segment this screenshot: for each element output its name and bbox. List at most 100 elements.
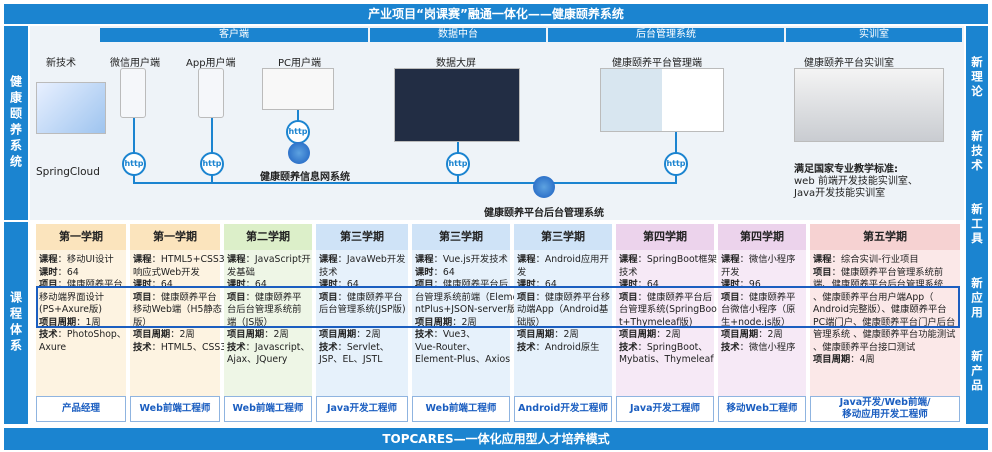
course-line: 技术：微信小程序 — [721, 341, 796, 353]
course-line: 项目周期：2周 — [319, 329, 381, 340]
course-line: 技术：PhotoShop、 — [39, 329, 127, 340]
side-label-system: 健康颐养系统 — [4, 26, 28, 220]
career-role: 移动Web工程师 — [718, 396, 806, 422]
course-line: 课程：HTML5+CSS3 — [133, 254, 225, 265]
course-line: 课时：64 — [227, 279, 267, 290]
http-icon: http — [446, 152, 470, 176]
project-highlight-box — [36, 286, 960, 328]
course-line: 响应式Web开发 — [133, 266, 200, 278]
course-line: Element-Plus、Axios — [415, 354, 511, 365]
course-line: 项目：健康颐养平台 — [133, 291, 217, 303]
lab-text-1: 满足国家专业教学标准: — [794, 164, 898, 175]
course-line: 项目：健康颐养平 — [227, 291, 302, 303]
semester-heading: 第一学期 — [36, 224, 126, 250]
course-line: Vue-Router、 — [415, 341, 476, 353]
pc-screen-image — [262, 68, 334, 110]
globe-icon — [533, 176, 555, 198]
career-role: Web前端工程师 — [130, 396, 220, 422]
course-line: 发基础 — [227, 266, 255, 278]
course-line: 项目：健康颐养平台 — [39, 279, 123, 290]
side-new-tools: 新工具 — [970, 203, 984, 247]
course-line: (PS+Axure版) — [39, 304, 102, 315]
course-line: 项目：健康颐养平台后 — [619, 291, 712, 303]
career-role: 产品经理 — [36, 396, 126, 422]
course-line: 项目周期：4周 — [813, 354, 875, 365]
course-line: 生+node.js版） — [721, 316, 791, 328]
career-role: Java开发工程师 — [616, 396, 714, 422]
course-line: 课时：64 — [619, 279, 659, 290]
lab-room-image — [794, 68, 944, 142]
course-line: 课程：Vue.js开发技术 — [415, 254, 508, 265]
course-line: PC端门户、健康颐养平台门户后台 — [813, 316, 956, 328]
course-line: 课程：微信小程序 — [721, 254, 796, 265]
course-line: 端（JS版） — [227, 316, 273, 328]
course-line: 项目周期：1周 — [39, 316, 101, 328]
section-lab: 实训室 — [786, 28, 962, 42]
course-line: 项目周期：2周 — [227, 329, 289, 340]
lab-title-label: 健康颐养平台实训室 — [804, 58, 894, 69]
springcloud-image — [36, 82, 106, 134]
course-line: 课时：64 — [517, 279, 557, 290]
big-screen-image — [394, 68, 520, 142]
app-client-label: App用户端 — [186, 58, 236, 69]
side-label-new: 新理论 新技术 新工具 新应用 新产品 — [966, 26, 988, 424]
course-line: 课程：JavaScript开 — [227, 254, 311, 265]
course-line: Android完整版）、健康颐养平台 — [813, 304, 947, 315]
course-line: 开发 — [721, 266, 740, 278]
course-line: 项目：健康颐养平台管理系统前 — [813, 266, 944, 278]
lab-text-2: web 前端开发技能实训室、 — [794, 176, 918, 187]
course-line: 课时：64 — [415, 266, 455, 278]
section-admin: 后台管理系统 — [548, 28, 784, 42]
wechat-client-label: 微信用户端 — [110, 58, 160, 69]
course-line: JSP、EL、JSTL — [319, 354, 383, 365]
side-new-apps: 新应用 — [970, 276, 984, 321]
section-data: 数据中台 — [370, 28, 546, 42]
globe-icon — [288, 142, 310, 164]
course-line: 础版） — [517, 316, 545, 328]
course-line: Mybatis、Thymeleaf — [619, 354, 714, 365]
semester-heading: 第三学期 — [514, 224, 612, 250]
admin-end-label: 健康颐养平台管理端 — [612, 58, 702, 69]
course-line: 项目周期：2周 — [517, 329, 579, 340]
course-line: 、健康颐养平台接口测试 — [813, 341, 916, 353]
course-line: 项目周期：2周 — [619, 329, 681, 340]
course-line: 、健康颐养平台用户端App（ — [813, 291, 934, 303]
course-line: 课程：SpringBoot框架 — [619, 254, 717, 265]
career-role: Java开发/Web前端/ 移动应用开发工程师 — [810, 396, 960, 422]
http-icon: http — [664, 152, 688, 176]
backend-system-label: 健康颐养平台后台管理系统 — [484, 208, 604, 219]
connector — [133, 182, 677, 184]
course-line: 课时：96 — [721, 279, 761, 290]
course-line: 版） — [133, 316, 152, 328]
course-line: 技术 — [619, 266, 638, 278]
semester-heading: 第二学期 — [224, 224, 312, 250]
connector — [133, 118, 135, 182]
semester-heading: 第五学期 — [810, 224, 960, 250]
springcloud-label: SpringCloud — [36, 166, 100, 178]
course-line: 动端App（Android基 — [517, 304, 609, 315]
http-icon: http — [122, 152, 146, 176]
lab-text-3: Java开发技能实训室 — [794, 188, 886, 199]
course-line: Axure — [39, 341, 67, 353]
course-line: 技术 — [319, 266, 338, 278]
course-line: 课时：64 — [319, 279, 359, 290]
course-line: 台管理系统(SpringBoo — [619, 304, 717, 315]
course-line: 技术：Vue3、 — [415, 329, 476, 340]
http-icon: http — [286, 120, 310, 144]
section-client: 客户端 — [100, 28, 368, 42]
course-line: 移动端界面设计 — [39, 291, 105, 303]
course-line: 课程：JavaWeb开发 — [319, 254, 406, 265]
side-new-theory: 新理论 — [970, 56, 984, 100]
pc-client-label: PC用户端 — [278, 58, 322, 69]
course-line: 项目周期：2周 — [133, 329, 195, 340]
career-role: Java开发工程师 — [316, 396, 408, 422]
course-line: 课时：64 — [133, 279, 173, 290]
course-line: 课程：Android应用开 — [517, 254, 609, 265]
semester-column: 第五学期课程：综合实训-行业项目项目：健康颐养平台管理系统前端、健康颐养平台后台… — [810, 224, 960, 400]
course-line: 移动Web端（H5静态 — [133, 304, 222, 315]
